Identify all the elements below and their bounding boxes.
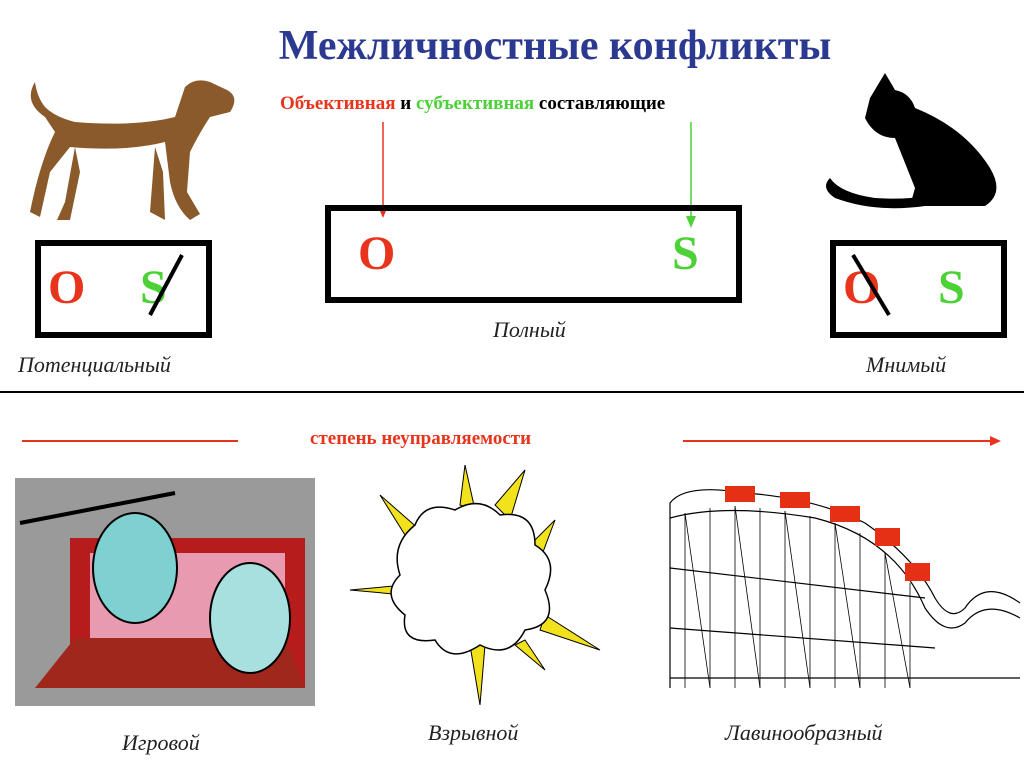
full-s: S	[672, 227, 699, 280]
theater-masks-image	[15, 478, 315, 706]
components-label: составляющие	[538, 93, 666, 114]
dog-icon	[30, 80, 235, 220]
potential-box	[35, 240, 212, 338]
imaginary-label: Мнимый	[866, 352, 947, 377]
roller-coaster-image	[669, 486, 1021, 689]
and-label: и	[400, 93, 412, 114]
explosive-label: Взрывной	[428, 720, 519, 745]
full-label: Полный	[493, 317, 566, 342]
degree-label: степень неуправляемости	[310, 428, 532, 449]
full-box	[325, 205, 742, 303]
slide-title: Межличностные конфликты	[278, 23, 832, 69]
objective-label: Объективная	[280, 93, 396, 114]
strike-icon	[148, 254, 184, 316]
cat-icon	[826, 73, 997, 209]
subjective-arrowhead	[686, 216, 696, 228]
explosion-icon	[349, 465, 601, 705]
subtitle: Объективная и субъективная составляющие	[280, 93, 665, 115]
divider	[0, 391, 1024, 393]
game-label: Игровой	[122, 730, 200, 755]
potential-o: O	[48, 261, 86, 314]
potential-label: Потенциальный	[18, 352, 171, 377]
strike-icon	[851, 253, 891, 317]
full-o: O	[358, 227, 396, 280]
avalanche-label: Лавинообразный	[725, 720, 883, 745]
imaginary-s: S	[938, 261, 965, 314]
imaginary-box	[830, 240, 1007, 338]
subjective-label: субъективная	[415, 93, 535, 114]
